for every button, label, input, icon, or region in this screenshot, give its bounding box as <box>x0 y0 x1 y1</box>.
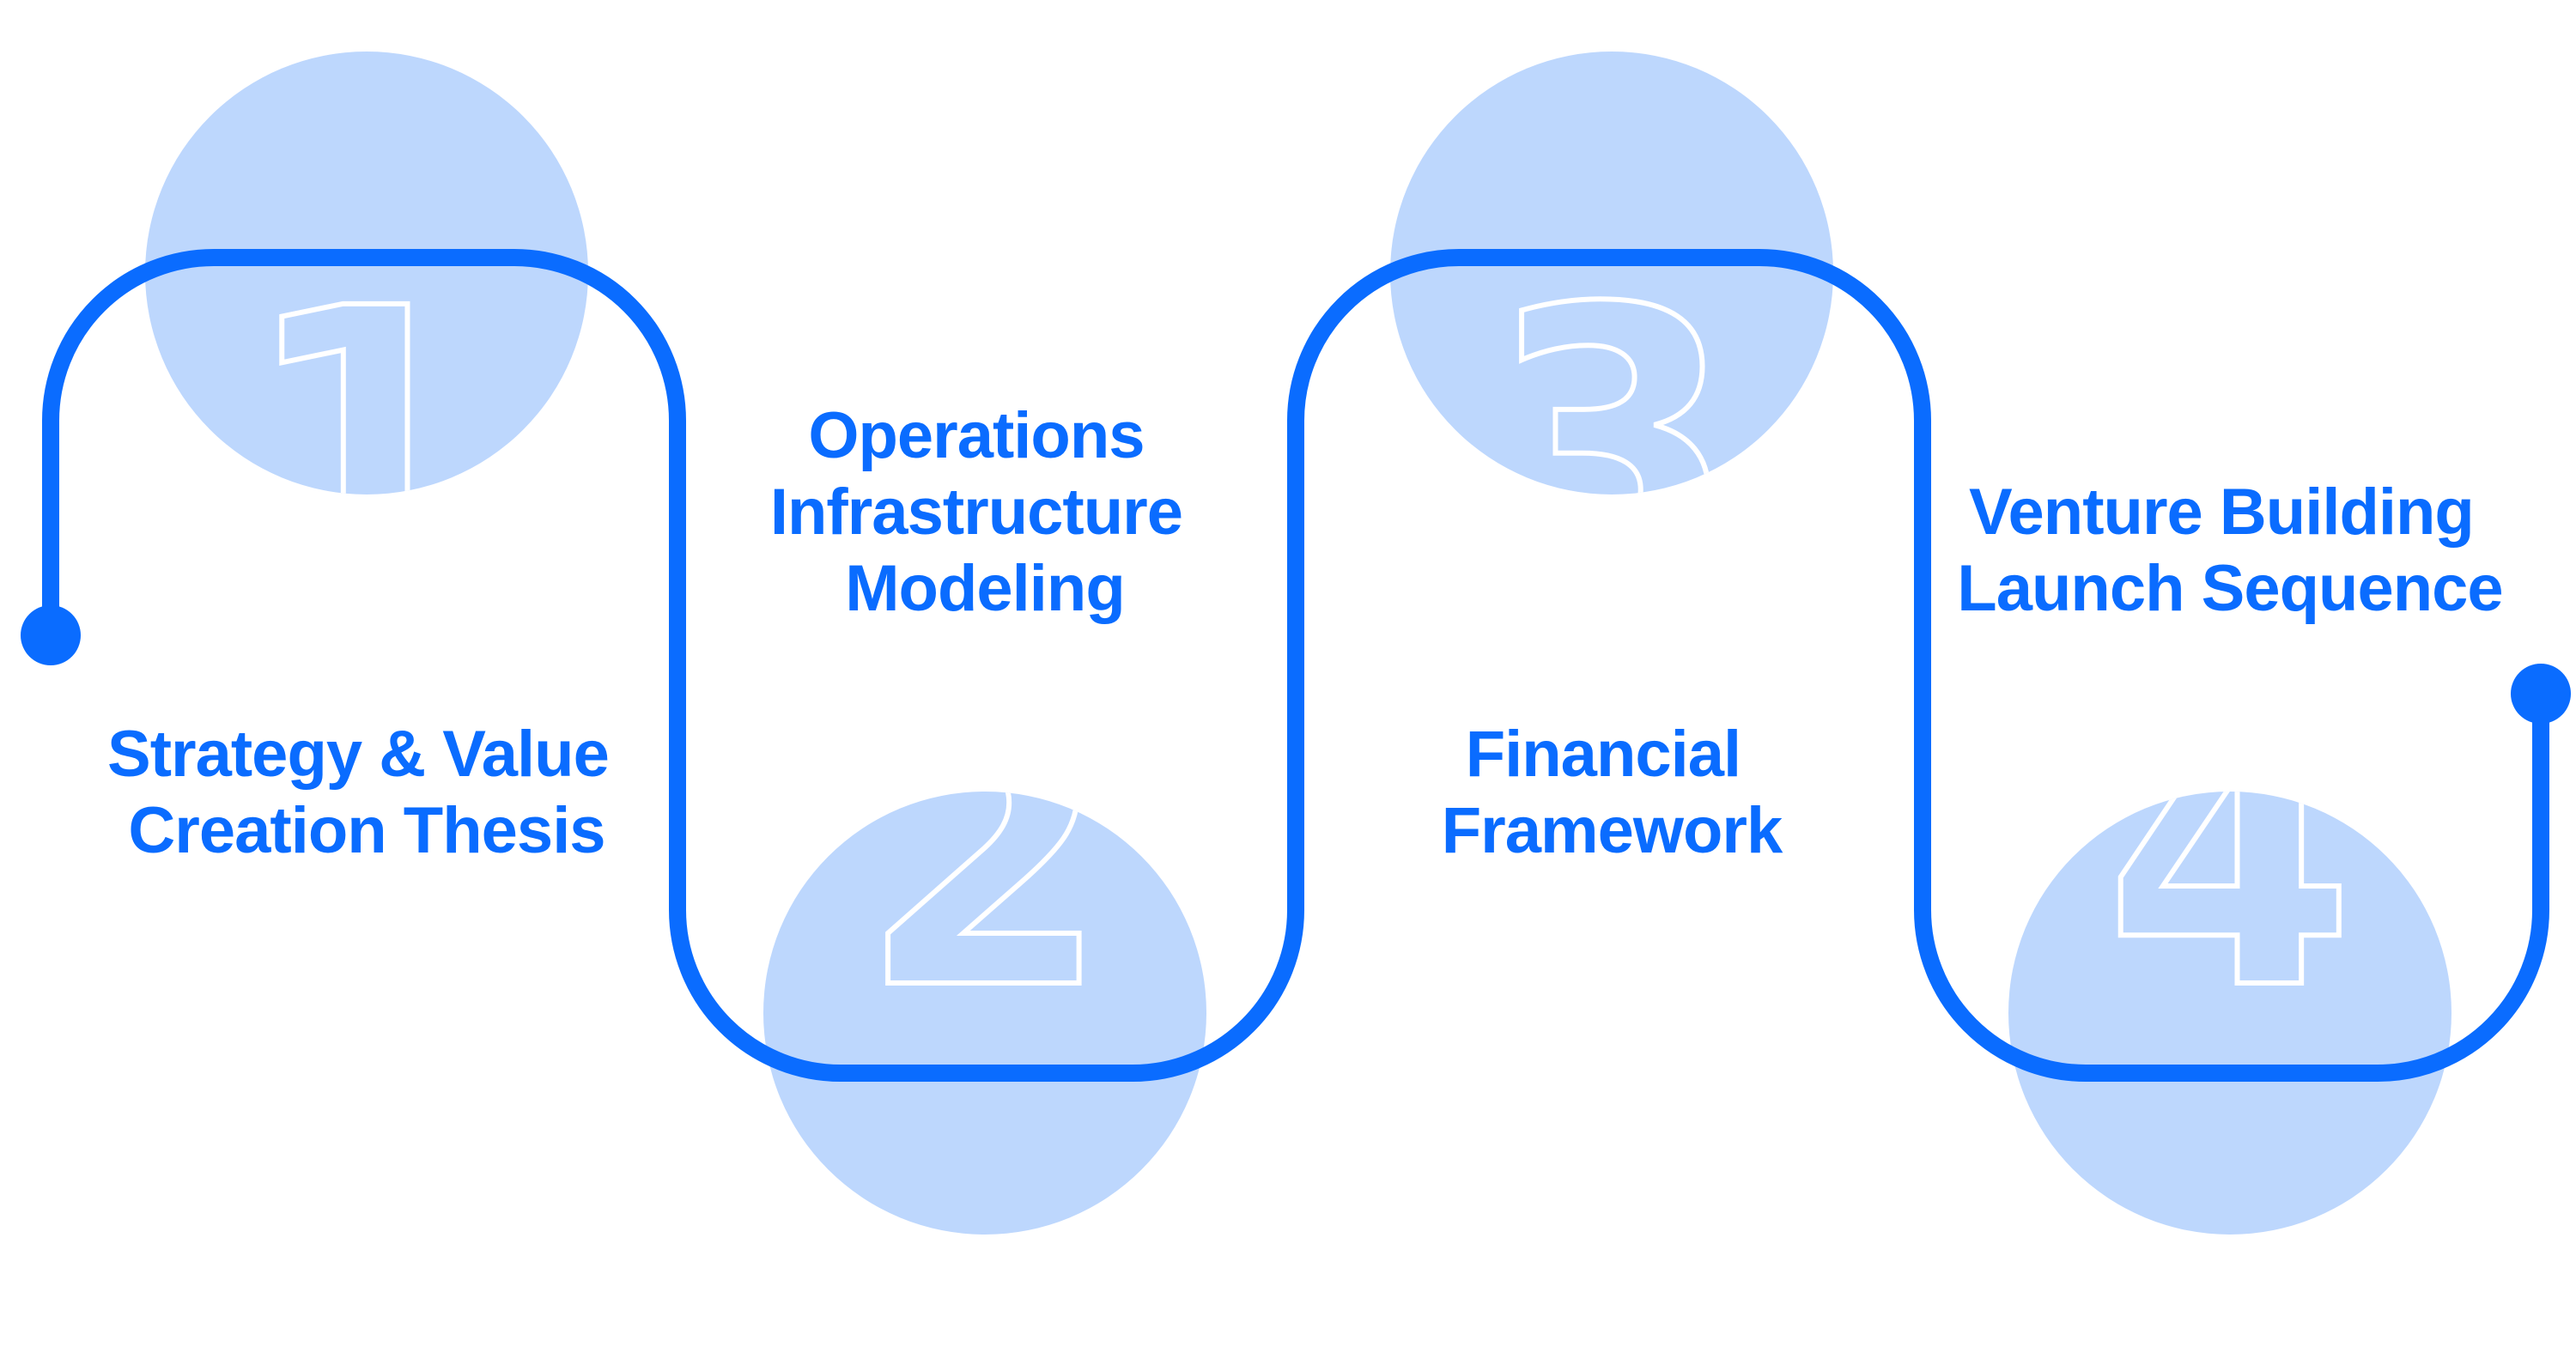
step-4-label-line-2: Launch Sequence <box>1957 552 2502 625</box>
step-1-label-line-2: Creation Thesis <box>128 794 605 867</box>
step-2-label-line-3: Modeling <box>845 552 1125 625</box>
step-3-circle <box>1390 52 1833 494</box>
step-3-number: 3 <box>1486 233 1737 652</box>
path-start-dot <box>21 605 81 665</box>
step-2-circle <box>763 792 1206 1235</box>
step-4-label: Venture Building Launch Sequence <box>1957 476 2502 625</box>
step-1-label: Strategy & Value Creation Thesis <box>107 718 626 867</box>
step-2-label: Operations Infrastructure Modeling <box>770 399 1200 625</box>
step-1-circle <box>145 52 588 494</box>
process-path <box>42 249 2549 1082</box>
step-3-label: Financial Framework <box>1442 718 1783 867</box>
step-4-circle <box>2008 792 2451 1235</box>
step-2-label-line-1: Operations <box>808 399 1144 472</box>
step-2-number: 2 <box>860 649 1110 1069</box>
path-end-dot <box>2511 664 2571 724</box>
step-4-number: 4 <box>2105 649 2355 1069</box>
step-1-label-line-1: Strategy & Value <box>107 718 609 791</box>
step-2-label-line-2: Infrastructure <box>770 476 1182 549</box>
step-3-label-line-2: Framework <box>1442 794 1783 867</box>
step-3-label-line-1: Financial <box>1466 718 1741 791</box>
step-4-label-line-1: Venture Building <box>1969 476 2474 549</box>
step-1-number: 1 <box>241 233 492 652</box>
